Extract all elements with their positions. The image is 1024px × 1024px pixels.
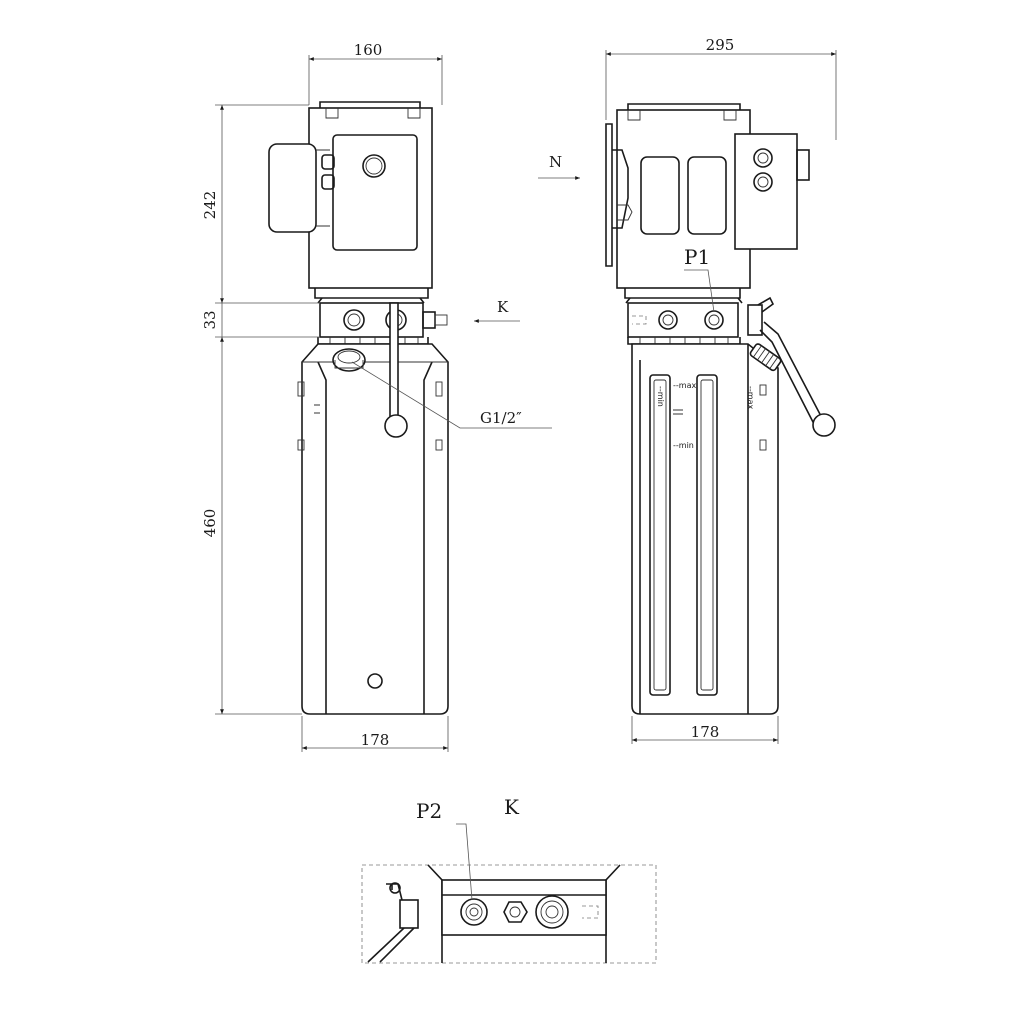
- side-mount-flange: [605, 123, 613, 267]
- front-motor-knob: [362, 154, 386, 178]
- front-dimensions: 160 242 33 460 178 K G1/2″: [201, 41, 552, 752]
- front-drain-plug: [367, 673, 383, 689]
- detail-port-main: [535, 895, 569, 929]
- side-level-window-2: [696, 374, 718, 696]
- dim-height-block: 33: [201, 310, 219, 329]
- port-label-p2: P2: [416, 799, 442, 823]
- side-valve-block: [627, 302, 739, 338]
- dim-width-tank-side: 178: [691, 723, 720, 741]
- side-dimensions: 295 178 N P1: [538, 36, 837, 744]
- detail-labels: P2 K: [416, 795, 520, 901]
- dim-height-motor: 242: [201, 191, 219, 220]
- front-view: [268, 101, 449, 715]
- port-label-p1: P1: [684, 245, 710, 269]
- detail-view-k: [361, 864, 657, 964]
- detail-port-p2: [460, 898, 488, 926]
- dim-height-tank: 460: [201, 509, 219, 538]
- fill-port-label: G1/2″: [480, 409, 522, 427]
- level-max-label: --max: [673, 381, 696, 390]
- side-level-window-1: [649, 374, 671, 696]
- front-motor-housing: [308, 107, 433, 289]
- side-lever-knob: [812, 413, 836, 437]
- front-lever-knob: [384, 414, 408, 438]
- dim-width-total: 295: [706, 36, 735, 54]
- detail-frame: [361, 864, 657, 964]
- dim-width-tank-front: 178: [361, 731, 390, 749]
- front-lever-rod: [389, 302, 399, 422]
- side-motor-housing: [616, 109, 751, 289]
- level-max-vertical: --max: [746, 386, 755, 409]
- side-tank-body: [631, 343, 779, 715]
- detail-nut: [503, 901, 528, 923]
- front-motor-cover: [332, 134, 418, 251]
- dim-width-top: 160: [354, 41, 383, 59]
- front-valve-block: [319, 302, 424, 338]
- view-label-k: K: [504, 795, 520, 819]
- side-view: --max --min --min --max: [605, 103, 836, 715]
- arrow-label-n: N: [549, 153, 562, 171]
- level-min-label: --min: [673, 441, 694, 450]
- side-electric-box: [734, 133, 798, 250]
- front-tank-body: [301, 343, 449, 715]
- level-min-vertical: --min: [656, 386, 665, 407]
- arrow-label-k: K: [497, 298, 509, 316]
- front-side-box: [268, 143, 317, 233]
